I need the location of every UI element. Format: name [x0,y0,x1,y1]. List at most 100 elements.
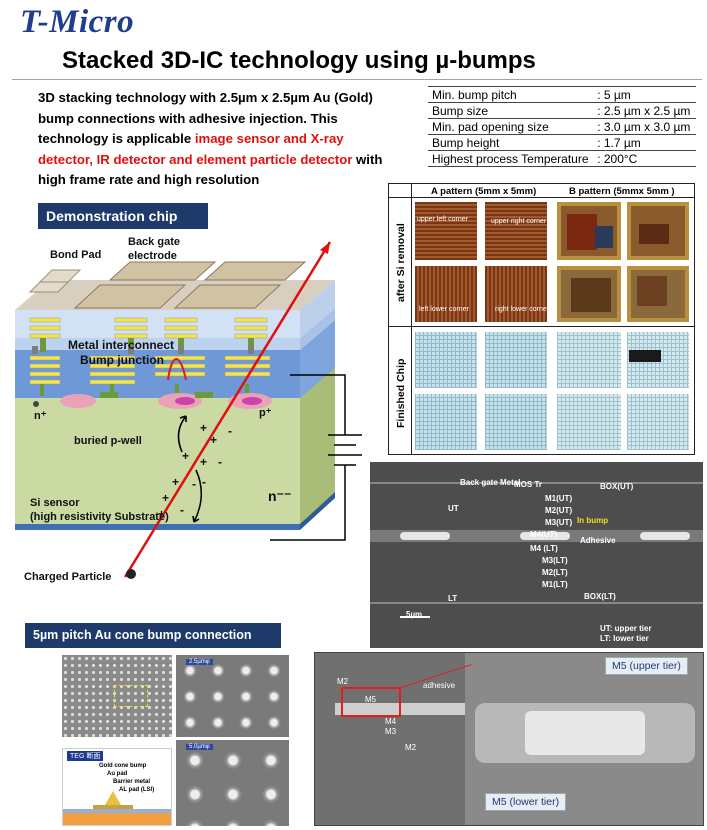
teg-layer-graphic [63,791,171,825]
bond-pad-2 [38,269,82,283]
bias-circuit [270,374,362,541]
col-b-header: B pattern (5mmx 5mm ) [569,186,675,197]
in-bump-label: In bump [577,516,609,525]
svg-text:+: + [182,449,189,463]
teg-label-item: Barrier metal [113,779,151,785]
charged-particle-label: Charged Particle [24,571,112,583]
a-ur-tile: upper right corner [485,202,547,260]
a-finished-1 [415,332,477,388]
spec-row: Highest process Temperature: 200°C [428,150,696,167]
scale2-label: 5.0µmφ [186,744,213,750]
back-layer [15,524,300,530]
scale1-label: 2.5µmφ [186,659,213,665]
charge-drift-arrows [177,415,203,523]
implant-regions [33,392,272,409]
spec-value: : 1.7 µm [595,134,696,151]
sem-cone-zoom-2: 5.0µmφ [176,740,289,826]
spec-name: Highest process Temperature [428,150,596,167]
cs-m4-label: M4 [385,717,397,726]
svg-text:-: - [180,503,184,517]
back-gate-label: Back gate electrode [128,236,180,262]
m4lt-label: M4 (LT) [530,544,558,553]
back-gate-electrode-4 [203,261,307,281]
teg-label-item: AL pad (LSI) [119,787,155,793]
spec-value: : 3.0 µm x 3.0 µm [595,118,696,135]
spec-name: Bump height [428,134,596,151]
back-gate-electrode-2 [173,284,282,309]
a-finished-2 [485,332,547,388]
n-minus-label: n⁻⁻ [268,488,292,504]
m3ut-label: M3(UT) [545,518,573,527]
m2lt-label: M2(LT) [542,568,568,577]
b-lr-tile [627,266,689,322]
adhesive-layer [15,338,300,350]
svg-text:-: - [202,475,206,489]
bump-cross-section-photo: M2 M5 adhesive M4 M3 M2 M5 (upper tier) … [314,652,704,826]
a-finished-3 [415,394,477,450]
b-finished-1 [557,332,621,388]
a-ll-tile: left lower corner [415,266,477,322]
m5-lower-label: M5 (lower tier) [485,793,567,811]
cs-m2b-label: M2 [405,743,417,752]
cone-section-label: 5µm pitch Au cone bump connection [25,623,281,648]
svg-text:-: - [228,424,232,438]
particle-track [123,241,332,578]
corner-label: upper right corner [491,218,547,225]
row2-label: Finished Chip [395,358,407,428]
svg-text:+: + [200,455,207,469]
cs-m3-label: M3 [385,727,397,736]
b-ul-tile [557,202,621,260]
svg-text:-: - [218,455,222,469]
m3lt-label: M3(LT) [542,556,568,565]
svg-text:+: + [200,421,207,435]
teg-label-item: Au pad [107,771,128,777]
row1-label: after Si removal [395,223,407,302]
n-plus-label: n⁺ [34,410,47,422]
teg-label: TEG 断面 [67,751,104,761]
a-finished-4 [485,394,547,450]
back-gate-electrode-3 [108,261,217,281]
corner-label: right lower corner [495,306,550,313]
spec-name: Min. bump pitch [428,86,596,103]
demo-chip-diagram: ++-+- +-++-+- [15,241,362,579]
spec-row: Min. pad opening size: 3.0 µm x 3.0 µm [428,118,696,135]
svg-text:+: + [210,433,217,447]
teg-label-item: Gold cone bump [99,763,147,769]
tier-legend: UT: upper tier LT: lower tier [600,624,652,643]
a-ul-tile: upper left corner [415,202,477,260]
demo-section-label: Demonstration chip [38,203,208,229]
spec-name: Min. pad opening size [428,118,596,135]
spec-row: Bump size: 2.5 µm x 2.5 µm [428,102,696,119]
upper-tier [15,310,300,338]
si-sensor-label: Si sensor (high resistivity Substrate) [30,497,169,523]
svg-text:-: - [192,477,196,491]
col-a-header: A pattern (5mm x 5mm) [431,186,537,197]
interconnect-stacks [29,317,271,396]
svg-text:+: + [158,507,165,521]
intro-paragraph: 3D stacking technology with 2.5µm x 2.5µ… [38,88,388,191]
sem-cone-zoom: 2.5µmφ [176,655,289,737]
buried-pwell-label: buried p-well [74,435,142,447]
b-finished-4 [627,394,689,450]
charged-particle-icon [126,569,136,579]
teg-diagram: TEG 断面 Gold cone bump Au pad Barrier met… [62,748,172,826]
spec-value: : 2.5 µm x 2.5 µm [595,102,696,119]
spec-row: Bump height: 1.7 µm [428,134,696,151]
logo: T-Micro [20,4,135,40]
spec-name: Bump size [428,102,596,119]
scale-label: 5µm [406,610,423,619]
m5-upper-label: M5 (upper tier) [605,657,688,675]
back-gate-electrode-1 [73,284,187,309]
b-finished-2 [627,332,689,388]
mos-label: MOS Tr [514,480,543,489]
charge-symbols: ++-+- +-++-+- [158,421,232,521]
b-ll-tile [557,266,621,322]
intro-text-2: with high frame rate and high resolution [38,151,383,188]
sem-cone-overview [62,655,172,737]
sem-cross-section: Back gate Metal MOS Tr BOX(UT) UT M1(UT)… [370,462,703,648]
back-gate-metal-label: Back gate Metal [460,478,521,487]
ut-label: UT [448,504,459,513]
spec-row: Min. bump pitch: 5 µm [428,86,696,103]
adhesive-label: Adhesive [580,536,616,545]
cs-m2-label: M2 [337,677,349,686]
